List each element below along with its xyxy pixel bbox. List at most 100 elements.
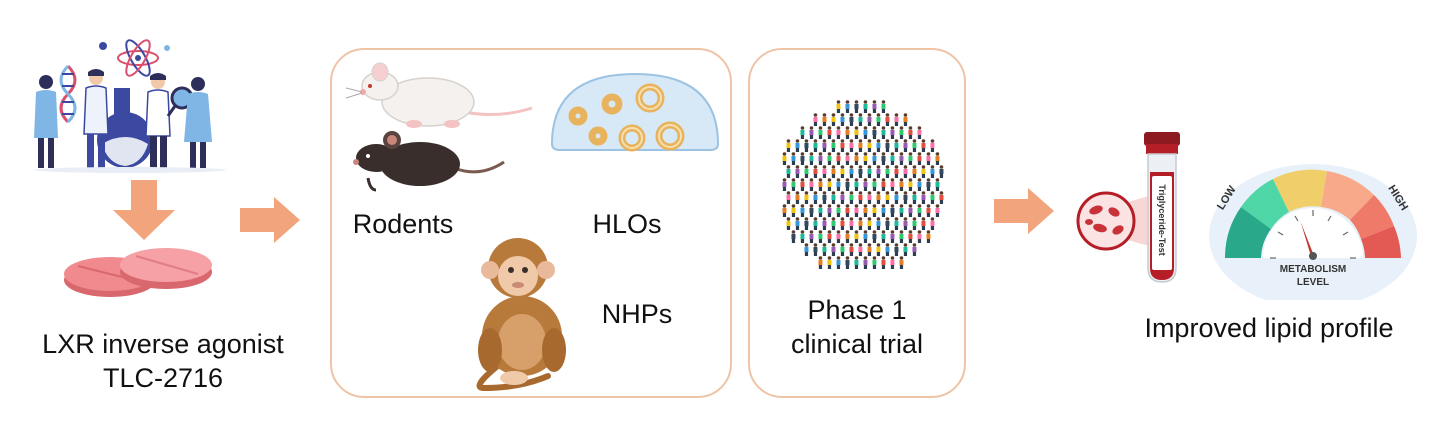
crowd-person — [849, 139, 854, 152]
crowd-person — [885, 191, 890, 204]
crowd-person — [786, 165, 791, 178]
crowd-person — [930, 165, 935, 178]
crowd-person — [836, 204, 841, 217]
crowd-person — [863, 230, 868, 243]
crowd-person — [809, 204, 814, 217]
scientist-figure — [34, 75, 58, 168]
crowd-person — [782, 178, 787, 191]
crowd-person — [845, 126, 850, 139]
crowd-person — [845, 178, 850, 191]
crowd-person — [782, 152, 787, 165]
crowd-person — [867, 243, 872, 256]
right-arrow — [240, 197, 300, 243]
crowd-person — [831, 165, 836, 178]
monkey-illustration — [460, 238, 580, 392]
crowd-person — [854, 204, 859, 217]
crowd-person — [935, 204, 940, 217]
crowd-person — [872, 178, 877, 191]
crowd-person — [813, 243, 818, 256]
crowd-person — [894, 113, 899, 126]
crowd-person — [840, 165, 845, 178]
crowd-person — [881, 178, 886, 191]
flask-icon — [97, 88, 153, 168]
crowd-person — [822, 139, 827, 152]
crowd-person — [912, 139, 917, 152]
crowd-person — [809, 178, 814, 191]
crowd-person — [935, 178, 940, 191]
right-arrow — [994, 188, 1054, 234]
crowd-person — [867, 139, 872, 152]
crowd-person — [908, 126, 913, 139]
crowd-person — [876, 217, 881, 230]
crowd-person — [827, 152, 832, 165]
crowd-person — [786, 139, 791, 152]
crowd-person — [786, 191, 791, 204]
crowd-person — [926, 230, 931, 243]
gauge-caption-line2: LEVEL — [1296, 277, 1330, 288]
crowd-person — [858, 165, 863, 178]
crowd-person — [881, 126, 886, 139]
crowd-person — [804, 243, 809, 256]
crowd-person — [836, 100, 841, 113]
crowd-person — [881, 204, 886, 217]
crowd-person — [800, 152, 805, 165]
crowd-person — [921, 217, 926, 230]
crowd-person — [795, 217, 800, 230]
crowd-person — [813, 217, 818, 230]
crowd-person — [863, 204, 868, 217]
crowd-person — [854, 256, 859, 269]
crowd-person — [827, 204, 832, 217]
crowd-person — [899, 126, 904, 139]
crowd-person — [917, 178, 922, 191]
crowd-person — [867, 113, 872, 126]
crowd-person — [863, 152, 868, 165]
crowd-person — [804, 139, 809, 152]
crowd-person — [890, 230, 895, 243]
crowd-person — [912, 243, 917, 256]
crowd-person — [804, 165, 809, 178]
crowd-person — [831, 243, 836, 256]
crowd-person — [921, 165, 926, 178]
crowd-person — [854, 100, 859, 113]
crowd-person — [858, 139, 863, 152]
crowd-person — [840, 139, 845, 152]
crowd-person — [903, 191, 908, 204]
hlo-organoid-dish-illustration — [550, 72, 720, 182]
crowd-person — [926, 204, 931, 217]
pill-tablets-icon — [58, 238, 218, 300]
crowd-person — [876, 165, 881, 178]
crowd-person — [930, 191, 935, 204]
crowd-person — [818, 178, 823, 191]
crowd-person — [822, 191, 827, 204]
crowd-person — [849, 113, 854, 126]
crowd-person — [917, 126, 922, 139]
crowd-person — [939, 191, 944, 204]
crowd-person — [791, 204, 796, 217]
crowd-person — [800, 204, 805, 217]
crowd-person — [885, 217, 890, 230]
crowd-person — [795, 191, 800, 204]
crowd-person — [809, 152, 814, 165]
crowd-person — [836, 178, 841, 191]
crowd-person — [926, 178, 931, 191]
crowd-person — [903, 113, 908, 126]
crowd-person — [890, 152, 895, 165]
crowd-person — [872, 230, 877, 243]
crowd-person — [791, 178, 796, 191]
crowd-person — [813, 191, 818, 204]
crowd-person — [858, 243, 863, 256]
crowd-person — [899, 152, 904, 165]
crowd-person — [822, 165, 827, 178]
crowd-person — [836, 256, 841, 269]
crowd-person — [867, 191, 872, 204]
crowd-person — [872, 256, 877, 269]
crowd-person — [822, 113, 827, 126]
crowd-person — [890, 204, 895, 217]
crowd-person — [908, 230, 913, 243]
crowd-person — [917, 230, 922, 243]
crowd-person — [890, 126, 895, 139]
crowd-person — [863, 256, 868, 269]
scientist-figure — [145, 73, 194, 168]
crowd-person — [831, 113, 836, 126]
crowd-person — [800, 126, 805, 139]
